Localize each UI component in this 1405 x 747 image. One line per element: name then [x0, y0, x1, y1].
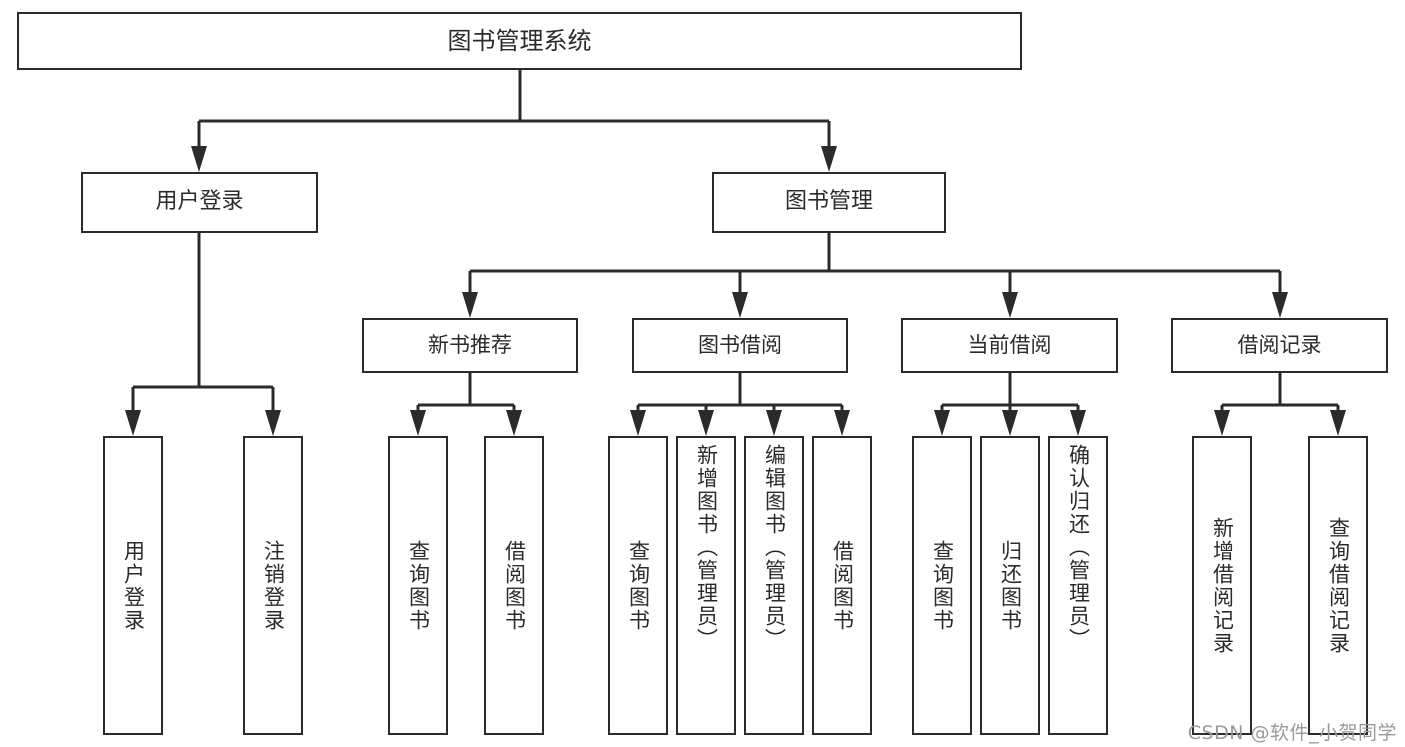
leaf-label: 查询图书	[406, 539, 431, 632]
leaf-label: 借阅图书	[502, 539, 527, 632]
leaf-label: 借阅图书	[830, 539, 855, 632]
node-current-borrow[interactable]: 当前借阅	[901, 318, 1118, 373]
leaf-borrow-book-borrow[interactable]: 借阅图书	[812, 436, 872, 735]
leaf-user-login[interactable]: 用户登录	[103, 436, 163, 735]
leaf-add-borrow-record[interactable]: 新增借阅记录	[1192, 436, 1252, 735]
leaf-return-book[interactable]: 归还图书	[980, 436, 1040, 735]
leaf-query-book-current[interactable]: 查询图书	[912, 436, 972, 735]
leaf-logout[interactable]: 注销登录	[243, 436, 303, 735]
leaf-label: 编辑图书（管理员）	[762, 444, 787, 651]
node-book-borrow[interactable]: 图书借阅	[632, 318, 848, 373]
leaf-label: 查询图书	[626, 539, 651, 632]
leaf-query-book-borrow[interactable]: 查询图书	[608, 436, 668, 735]
leaf-label: 查询借阅记录	[1326, 516, 1351, 655]
leaf-confirm-return-admin[interactable]: 确认归还（管理员）	[1048, 436, 1108, 735]
csdn-watermark: CSDN @软件_小贺同学	[1187, 722, 1397, 744]
leaf-query-book-recommend[interactable]: 查询图书	[388, 436, 448, 735]
node-book-management[interactable]: 图书管理	[712, 172, 946, 233]
node-borrow-record[interactable]: 借阅记录	[1171, 318, 1388, 373]
leaf-label: 注销登录	[261, 539, 286, 632]
node-new-book-recommend[interactable]: 新书推荐	[362, 318, 578, 373]
leaf-query-borrow-record[interactable]: 查询借阅记录	[1308, 436, 1368, 735]
leaf-label: 新增图书（管理员）	[694, 444, 719, 651]
leaf-label: 查询图书	[930, 539, 955, 632]
node-user-login[interactable]: 用户登录	[81, 172, 318, 233]
leaf-add-book-admin[interactable]: 新增图书（管理员）	[676, 436, 736, 735]
leaf-label: 确认归还（管理员）	[1066, 444, 1091, 651]
leaf-label: 归还图书	[998, 539, 1023, 632]
leaf-edit-book-admin[interactable]: 编辑图书（管理员）	[744, 436, 804, 735]
node-root-book-management-system[interactable]: 图书管理系统	[17, 12, 1022, 70]
leaf-label: 新增借阅记录	[1210, 516, 1235, 655]
leaf-label: 用户登录	[121, 539, 146, 632]
leaf-borrow-book-recommend[interactable]: 借阅图书	[484, 436, 544, 735]
